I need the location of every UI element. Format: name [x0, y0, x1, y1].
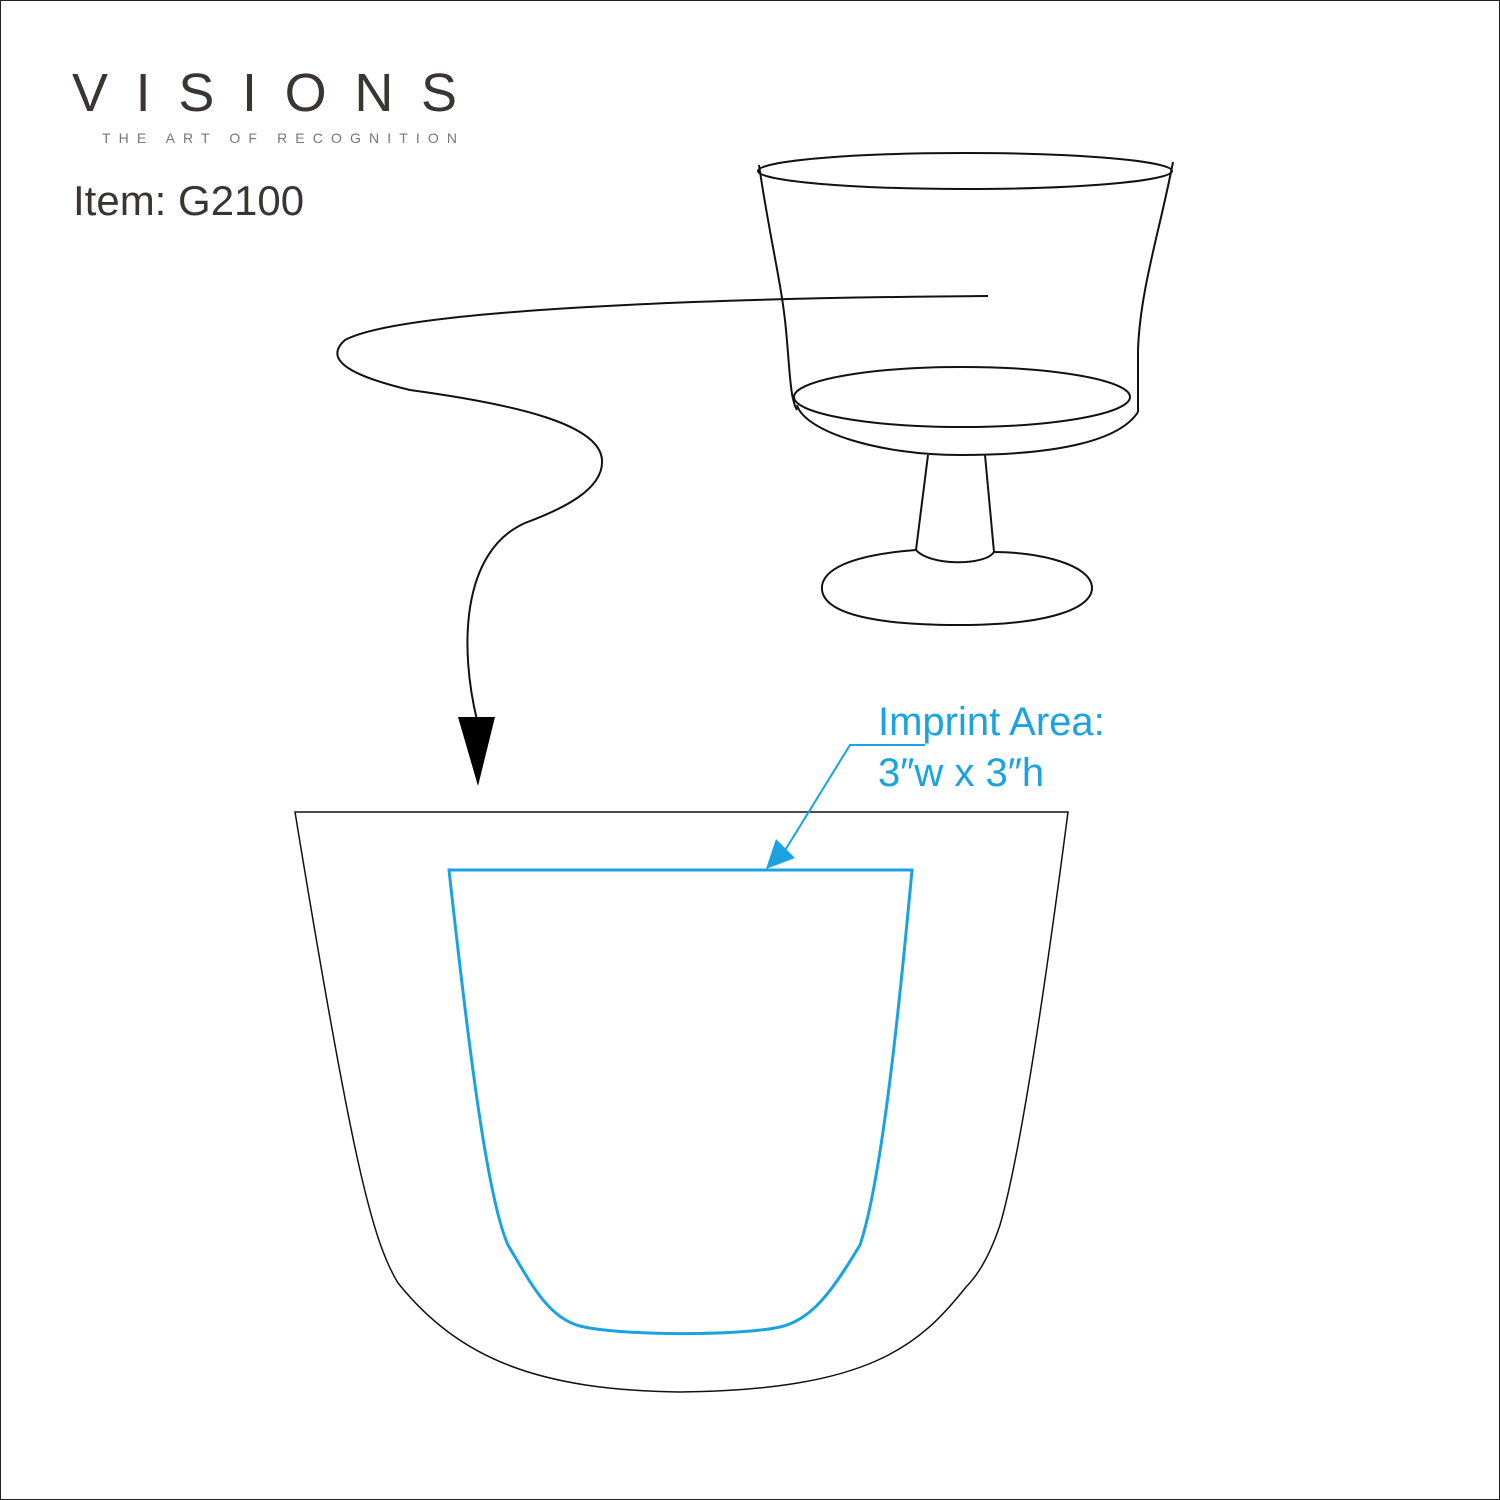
goblet-right-side: [1137, 161, 1174, 412]
arrowhead-icon: [458, 717, 495, 786]
imprint-label: Imprint Area:: [878, 700, 1105, 744]
goblet-flat-outline: [294, 811, 1069, 1393]
imprint-leader-line: [783, 744, 925, 853]
goblet-left-side: [758, 164, 798, 411]
goblet-foot: [820, 549, 1094, 627]
item-label: Item: G2100: [73, 177, 304, 224]
imprint-area-outline: [447, 868, 914, 1336]
goblet-stem: [915, 454, 995, 553]
goblet-illustration: [757, 152, 1174, 627]
brand-tagline: THE ART OF RECOGNITION: [102, 130, 457, 146]
goblet-stem-base: [915, 549, 995, 564]
imprint-dimensions: 3″w x 3″h: [878, 751, 1044, 795]
goblet-inner-base: [793, 366, 1131, 428]
pointer-curve: [336, 295, 989, 721]
goblet-bowl-bottom: [796, 404, 1139, 457]
imprint-arrowhead-icon: [766, 839, 795, 869]
